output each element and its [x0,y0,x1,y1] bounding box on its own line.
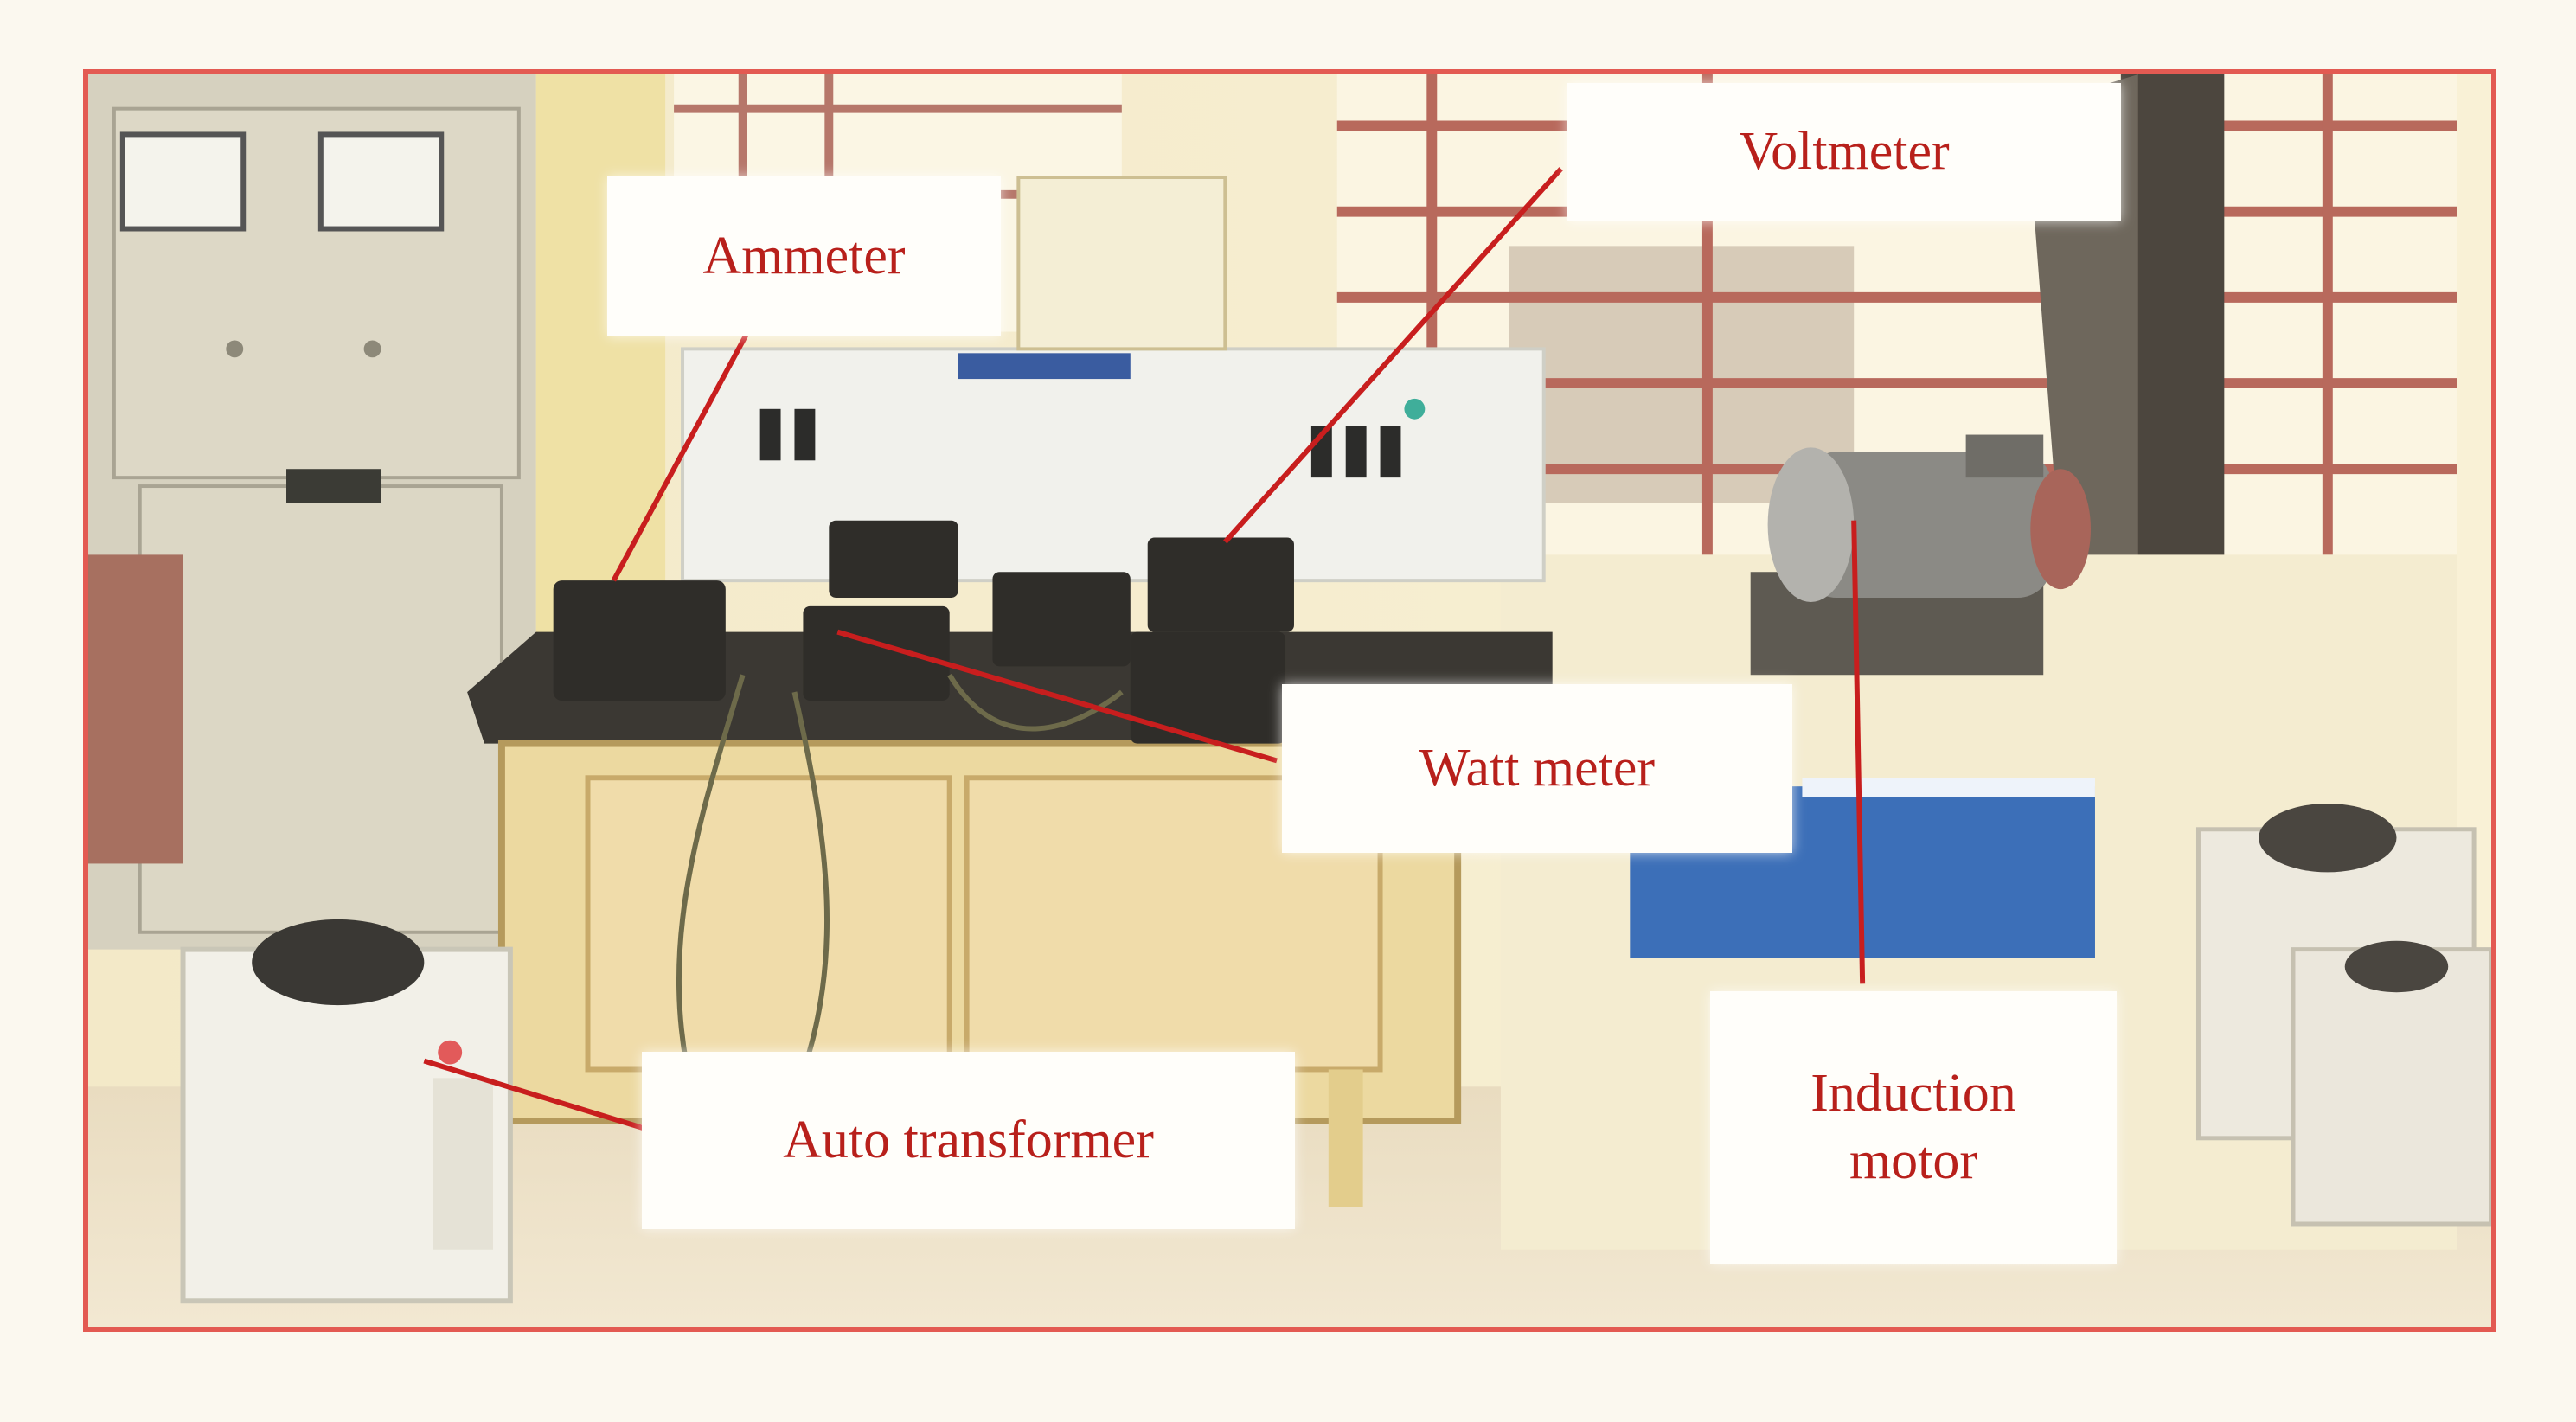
right-auto-transformers [2195,804,2491,1227]
ammeter-label-text: Ammeter [702,226,906,285]
voltmeter-label: Voltmeter [1567,83,2121,221]
wattmeter-label: Watt meter [1282,684,1792,853]
ammeter-label: Ammeter [607,176,1001,336]
autotransformer-leader-line [423,1058,650,1132]
control-panel-cabinet [88,74,536,950]
wattmeter-leader-line [836,629,1278,764]
photo-frame: Ammeter Voltmeter Watt meter Auto transf… [83,69,2496,1332]
induction-motor-label: Induction motor [1710,991,2117,1264]
auto-transformer-label: Auto transformer [642,1052,1295,1229]
induction-motor-leader-line [1851,520,1866,984]
voltmeter-label-text: Voltmeter [1739,122,1950,182]
auto-transformer-label-text: Auto transformer [783,1110,1154,1169]
trainer-panel [681,176,1546,583]
leader-lines [423,167,1866,1132]
meters [553,520,1294,744]
ammeter-leader-line [611,291,772,582]
wattmeter-label-text: Watt meter [1419,738,1656,797]
voltmeter-leader-line [1223,167,1563,544]
induction-motor-label-text: Induction motor [1810,1064,2016,1190]
auto-transformer-shape [180,919,513,1304]
induction-motor-shape [1750,434,2091,676]
